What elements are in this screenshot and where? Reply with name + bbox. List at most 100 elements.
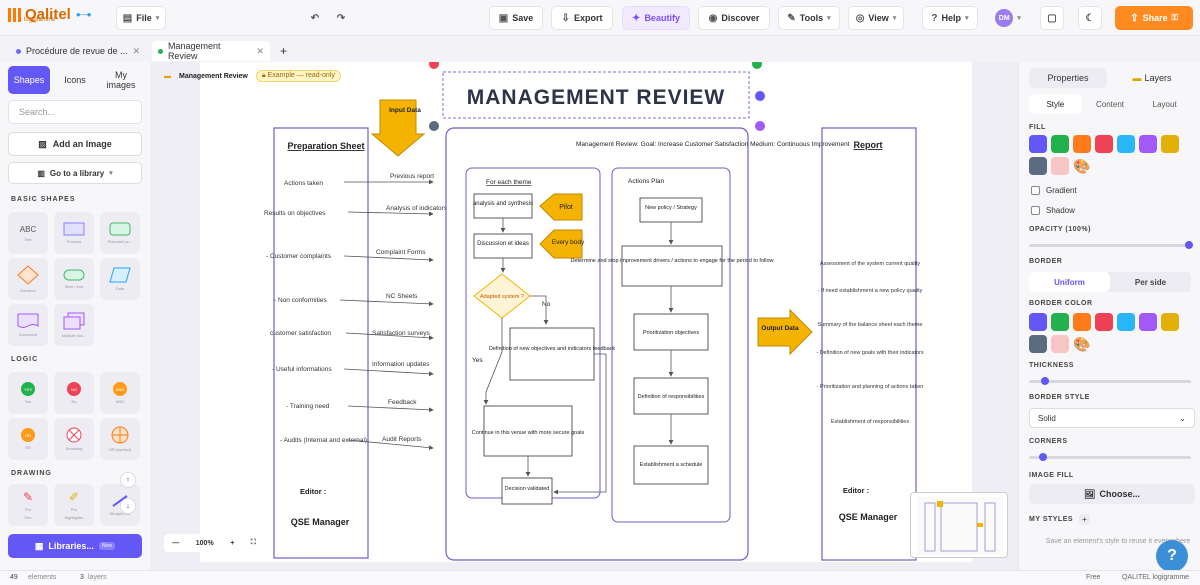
help-chat-button[interactable]: ? bbox=[1156, 540, 1188, 572]
color-swatch[interactable] bbox=[1117, 313, 1135, 331]
tab-layout[interactable]: Layout bbox=[1152, 99, 1177, 109]
tab-style[interactable]: Style bbox=[1029, 94, 1082, 114]
color-swatch[interactable] bbox=[1029, 157, 1047, 175]
thickness-slider[interactable] bbox=[1029, 377, 1191, 385]
tab-icons[interactable]: Icons bbox=[64, 75, 86, 85]
analysis-box[interactable] bbox=[473, 193, 533, 219]
tools-menu-button[interactable]: ✎Tools▾ bbox=[778, 6, 840, 30]
help-menu-button[interactable]: ?Help▾ bbox=[922, 6, 978, 30]
add-image-button[interactable]: ▨Add an Image bbox=[8, 132, 142, 156]
go-to-library-button[interactable]: ▥Go to a library▾ bbox=[8, 162, 142, 184]
actions-plan-container[interactable] bbox=[611, 167, 731, 523]
shape-document[interactable]: Document bbox=[8, 304, 48, 346]
shape-decision[interactable]: Decision bbox=[8, 258, 48, 300]
view-menu-button[interactable]: ◎View▾ bbox=[848, 6, 904, 30]
color-swatch[interactable] bbox=[1095, 135, 1113, 153]
color-swatch[interactable] bbox=[1029, 313, 1047, 331]
zoom-level[interactable]: 100% bbox=[195, 539, 214, 547]
color-swatch[interactable] bbox=[1117, 135, 1135, 153]
color-swatch[interactable] bbox=[1073, 313, 1091, 331]
close-icon[interactable]: ✕ bbox=[132, 45, 141, 56]
libraries-button[interactable]: ▦Libraries...New bbox=[8, 534, 142, 558]
tab-content[interactable]: Content bbox=[1095, 99, 1125, 109]
output-data-arrow[interactable] bbox=[757, 308, 813, 356]
redo-button[interactable]: ↷ bbox=[330, 6, 352, 30]
gradient-checkbox[interactable]: Gradient bbox=[1031, 186, 1077, 195]
dark-mode-button[interactable]: ☾ bbox=[1078, 6, 1102, 30]
per-side-option[interactable]: Per side bbox=[1134, 277, 1167, 287]
shape-data[interactable]: Data bbox=[100, 258, 140, 300]
slider-knob[interactable] bbox=[1041, 377, 1049, 385]
color-swatch[interactable] bbox=[1161, 135, 1179, 153]
prioritization-box[interactable] bbox=[633, 313, 709, 351]
border-style-select[interactable]: Solid⌄ bbox=[1029, 408, 1195, 428]
color-swatch[interactable] bbox=[1139, 135, 1157, 153]
logic-summing[interactable]: Summing bbox=[54, 418, 94, 460]
add-style-button[interactable]: + bbox=[1079, 514, 1090, 525]
everybody-arrow[interactable] bbox=[539, 229, 583, 259]
color-swatch[interactable] bbox=[1051, 135, 1069, 153]
color-swatch[interactable] bbox=[1073, 135, 1091, 153]
share-button[interactable]: ⇪Share⚿ bbox=[1115, 6, 1193, 30]
resize-handle-icon[interactable] bbox=[755, 121, 765, 131]
slider-knob[interactable] bbox=[1039, 453, 1047, 461]
close-icon[interactable]: ✕ bbox=[256, 45, 264, 56]
main-process-column[interactable] bbox=[445, 127, 749, 561]
discover-button[interactable]: ◉Discover bbox=[698, 6, 770, 30]
color-swatch[interactable] bbox=[1161, 313, 1179, 331]
definition-box[interactable] bbox=[509, 327, 595, 381]
drawing-straight-line[interactable]: Straight line bbox=[100, 484, 140, 526]
shape-process[interactable]: Process bbox=[54, 212, 94, 254]
tab-shapes[interactable]: Shapes bbox=[8, 66, 50, 94]
delete-handle-icon[interactable] bbox=[429, 62, 439, 69]
zoom-out-button[interactable]: — bbox=[172, 539, 180, 547]
present-button[interactable]: ▢ bbox=[1040, 6, 1064, 30]
app-logo[interactable]: Qalitel ●—● bbox=[8, 6, 92, 23]
export-button[interactable]: ⇩Export bbox=[551, 6, 613, 30]
add-handle-icon[interactable] bbox=[755, 91, 765, 101]
opacity-slider[interactable] bbox=[1029, 241, 1193, 249]
shadow-checkbox[interactable]: Shadow bbox=[1031, 206, 1075, 215]
tab-procedure[interactable]: Procédure de revue de ... ✕ bbox=[10, 41, 148, 61]
choose-image-button[interactable]: 🖼︎Choose... bbox=[1029, 484, 1195, 504]
color-swatch[interactable] bbox=[1051, 157, 1069, 175]
color-swatch[interactable] bbox=[1095, 313, 1113, 331]
pilot-arrow[interactable] bbox=[539, 193, 583, 221]
undo-button[interactable]: ↶ bbox=[304, 6, 326, 30]
shape-multiple-documents[interactable]: Multiple doc... bbox=[54, 304, 94, 346]
duplicate-handle-icon[interactable] bbox=[752, 62, 762, 69]
user-menu-button[interactable]: DM▾ bbox=[986, 6, 1030, 30]
continue-box[interactable] bbox=[483, 405, 573, 457]
fit-screen-icon[interactable]: ⛶ bbox=[250, 539, 256, 546]
color-swatch[interactable] bbox=[1051, 313, 1069, 331]
corners-slider[interactable] bbox=[1029, 453, 1191, 461]
color-swatch[interactable] bbox=[1029, 335, 1047, 353]
preparation-sheet-column[interactable] bbox=[273, 127, 369, 559]
shape-start-end[interactable]: Start / end bbox=[54, 258, 94, 300]
scroll-down-button[interactable]: ↓ bbox=[120, 498, 136, 514]
color-swatch[interactable] bbox=[1139, 313, 1157, 331]
tab-my-images[interactable]: My images bbox=[106, 70, 136, 90]
logic-or-symbol[interactable]: OR (symbol) bbox=[100, 418, 140, 460]
schedule-box[interactable] bbox=[633, 445, 709, 485]
title-selection-box[interactable] bbox=[442, 71, 750, 119]
report-column[interactable] bbox=[821, 127, 917, 561]
decision-validated-box[interactable] bbox=[501, 477, 553, 505]
tab-properties[interactable]: Properties bbox=[1029, 68, 1107, 88]
minimap[interactable] bbox=[910, 492, 1008, 558]
rotate-handle-icon[interactable] bbox=[429, 121, 439, 131]
color-swatch[interactable] bbox=[1029, 135, 1047, 153]
slider-knob[interactable] bbox=[1185, 241, 1193, 249]
zoom-in-button[interactable]: + bbox=[230, 539, 235, 547]
input-data-arrow[interactable] bbox=[370, 99, 426, 157]
shape-rounded-process[interactable]: Rounded pr... bbox=[100, 212, 140, 254]
color-picker-icon[interactable]: 🎨 bbox=[1073, 158, 1091, 174]
diagram-canvas[interactable]: ▬ Management Review 🔒︎ Example — read-on… bbox=[150, 62, 1018, 570]
